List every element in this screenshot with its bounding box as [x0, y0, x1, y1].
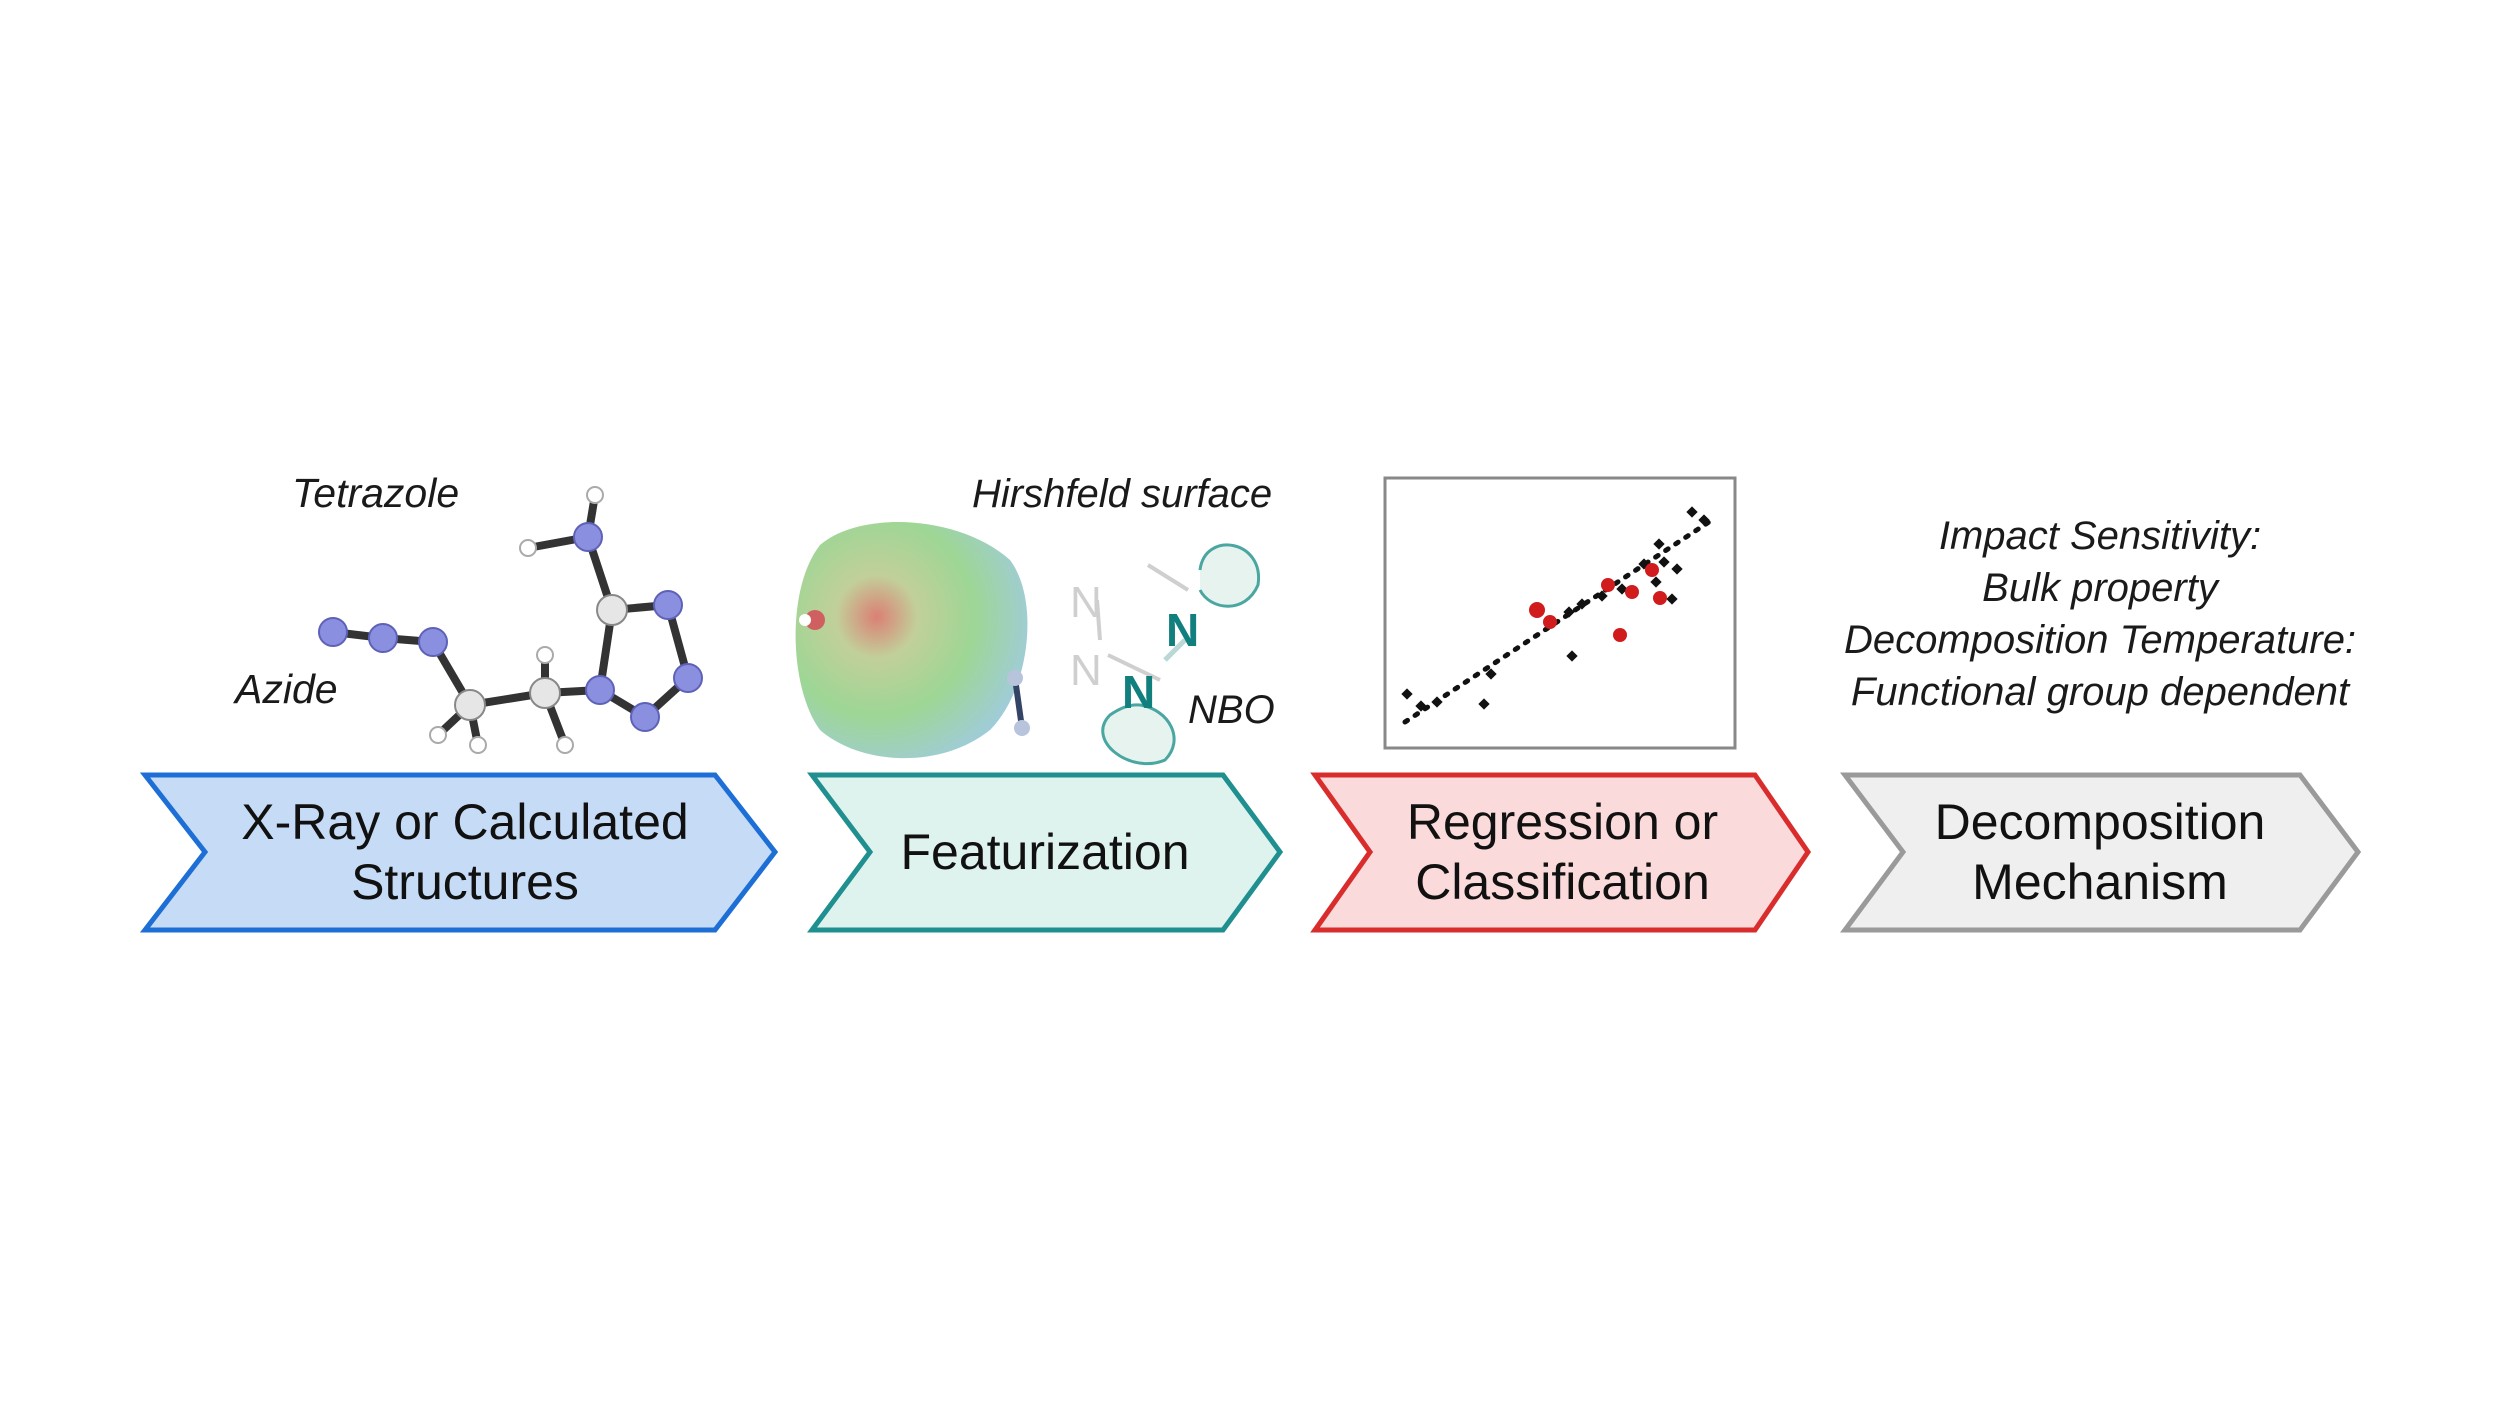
step-4-chevron	[1839, 772, 2362, 933]
impact-title: Impact Sensitivity:	[1938, 514, 2262, 558]
step-3-chevron	[1310, 772, 1812, 933]
temperature-value: Functional group dependent	[1850, 670, 2350, 714]
step-2-label: Featurization	[870, 822, 1220, 882]
hirshfeld-label: Hirshfeld surface	[972, 472, 1273, 516]
step-4-line-1: Decomposition	[1934, 794, 2266, 850]
step-1-chevron	[139, 772, 779, 933]
step-4-line-2: Mechanism	[1972, 854, 2228, 910]
step-1-line-1: X-Ray or Calculated	[241, 794, 689, 850]
nbo-diagram: N N	[1070, 543, 1260, 766]
impact-value: Bulk property	[1982, 566, 2218, 610]
step-2-chevron	[806, 772, 1284, 933]
molecule-structure	[318, 486, 703, 754]
step-3-label: Regression or Classification	[1370, 792, 1755, 912]
azide-label: Azide	[235, 666, 338, 712]
step-1-label: X-Ray or Calculated Structures	[200, 792, 730, 912]
hirshfeld-surface	[795, 522, 1030, 759]
step-3-line-2: Classification	[1415, 854, 1710, 910]
scatter-plot	[1383, 476, 1737, 750]
step-1-line-2: Structures	[351, 854, 579, 910]
faded-n-2: N	[1070, 646, 1102, 695]
step-3-line-1: Regression or	[1406, 794, 1719, 850]
nbo-label: NBO	[1188, 688, 1275, 732]
tetrazole-label: Tetrazole	[292, 470, 460, 516]
faded-n-1: N	[1070, 578, 1102, 627]
nbo-atom-n-2: N	[1122, 666, 1156, 718]
step-2-line-1: Featurization	[900, 824, 1190, 880]
step-4-label: Decomposition Mechanism	[1900, 792, 2300, 912]
temperature-title: Decomposition Temperature:	[1843, 618, 2357, 662]
nbo-atom-n-1: N	[1166, 604, 1200, 656]
